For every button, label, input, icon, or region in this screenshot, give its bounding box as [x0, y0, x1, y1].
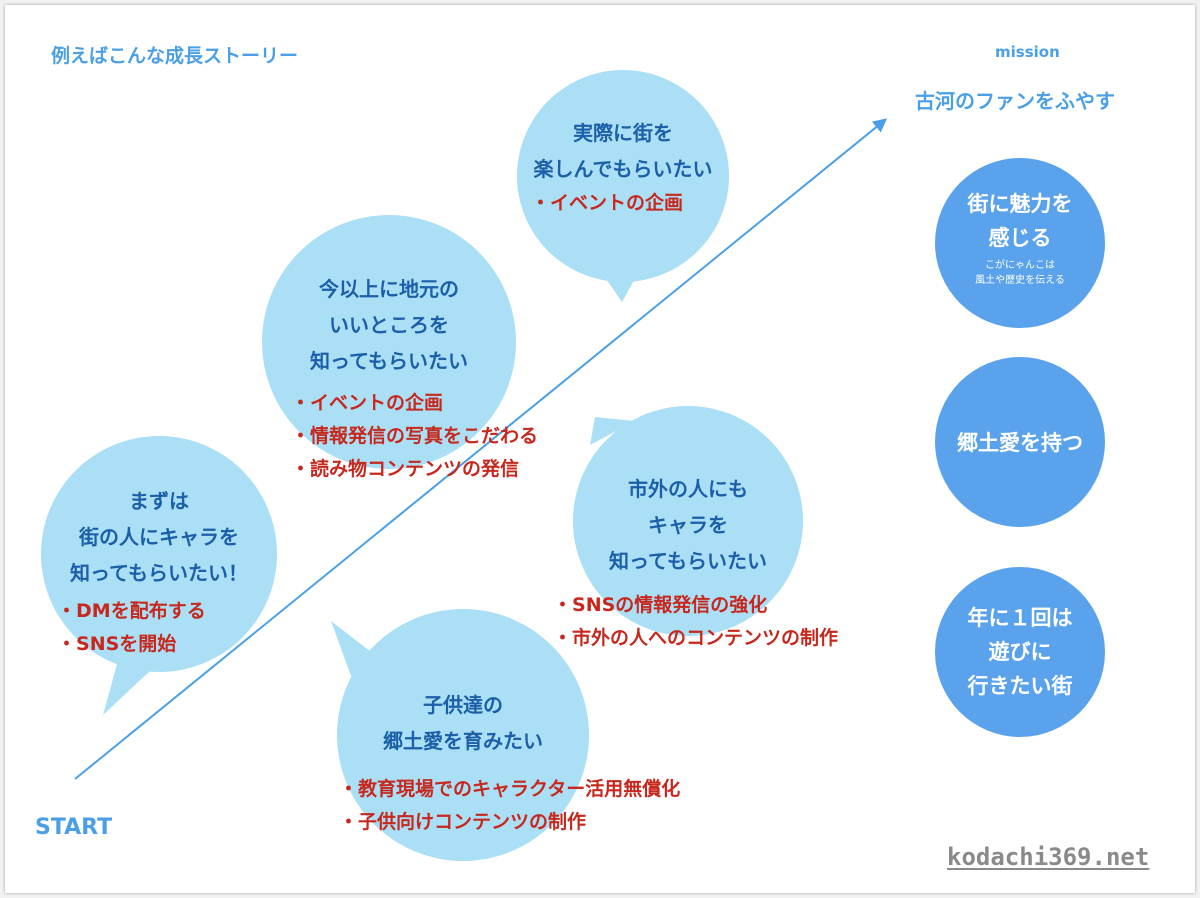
mission-title: 古河のファンをふやす	[915, 89, 1115, 113]
mission-line: 街に魅力を	[967, 192, 1073, 216]
bubble-enjoy-town-text: 実際に街を 楽しんでもらいたい	[513, 115, 733, 187]
mission-line: 郷土愛を持つ	[957, 431, 1083, 455]
bullet-item: 子供向けコンテンツの制作	[339, 806, 680, 839]
bubble-line: キャラを	[648, 513, 728, 537]
bubble-line: 知ってもらいたい！	[70, 561, 248, 585]
bubble-outside-city-bullets: SNSの情報発信の強化 市外の人へのコンテンツの制作	[553, 589, 838, 655]
bullet-item: 教育現場でのキャラクター活用無償化	[339, 773, 680, 806]
mission-line: 感じる	[988, 226, 1052, 250]
mission-sub-line: こがにゃんこは	[985, 260, 1055, 271]
mission-circle-2	[935, 357, 1105, 527]
bullet-item: DMを配布する	[57, 595, 206, 628]
mission-circle-3	[935, 567, 1105, 737]
mission-line: 行きたい街	[967, 674, 1073, 698]
slide: 例えばこんな成長ストーリー mission 古河のファンをふやす まずは 街の人…	[5, 5, 1195, 893]
bubble-line: 今以上に地元の	[319, 277, 459, 301]
mission-line: 遊びに	[988, 640, 1052, 664]
bubble-local-appeal-text: 今以上に地元の いいところを 知ってもらいたい	[279, 271, 499, 379]
start-label: START	[35, 815, 113, 840]
bubble-line: 実際に街を	[573, 121, 673, 145]
mission-label: mission	[995, 43, 1060, 61]
bubble-children-text: 子供達の 郷土愛を育みたい	[353, 687, 573, 759]
bubble-first-step-bullets: DMを配布する SNSを開始	[57, 595, 206, 661]
mission-sub-line: 風土や歴史を伝える	[975, 275, 1065, 286]
bullet-item: SNSを開始	[57, 628, 206, 661]
slide-title: 例えばこんな成長ストーリー	[51, 45, 299, 67]
bubble-line: 市外の人にも	[628, 477, 748, 501]
watermark: kodachi369.net	[947, 843, 1150, 871]
mission-line: 年に１回は	[967, 606, 1073, 630]
bubble-line: 知ってもらいたい	[310, 349, 468, 373]
bullet-item: 情報発信の写真をこだわる	[291, 420, 538, 453]
bubble-line: 街の人にキャラを	[79, 525, 239, 549]
bubble-line: いいところを	[329, 313, 449, 337]
bubble-enjoy-town-bullets: イベントの企画	[531, 187, 683, 220]
bubble-line: 子供達の	[423, 693, 503, 717]
mission-circle-3-text: 年に１回は 遊びに 行きたい街	[935, 601, 1105, 703]
bullet-item: SNSの情報発信の強化	[553, 589, 838, 622]
bubble-line: まずは	[129, 489, 189, 513]
bullet-item: 読み物コンテンツの発信	[291, 453, 538, 486]
bullet-item: イベントの企画	[531, 187, 683, 220]
bullet-item: イベントの企画	[291, 387, 538, 420]
bubble-local-appeal-bullets: イベントの企画 情報発信の写真をこだわる 読み物コンテンツの発信	[291, 387, 538, 486]
mission-circle-1	[935, 158, 1105, 328]
bubble-first-step-text: まずは 街の人にキャラを 知ってもらいたい！	[49, 483, 269, 591]
mission-circle-2-text: 郷土愛を持つ	[935, 426, 1105, 460]
mission-circle-1-text: 街に魅力を 感じる こがにゃんこは 風土や歴史を伝える	[935, 187, 1105, 288]
bubble-outside-city-shape	[573, 406, 803, 636]
bubble-outside-city-text: 市外の人にも キャラを 知ってもらいたい	[578, 471, 798, 579]
bubble-children-bullets: 教育現場でのキャラクター活用無償化 子供向けコンテンツの制作	[339, 773, 680, 839]
bullet-item: 市外の人へのコンテンツの制作	[553, 622, 838, 655]
bubble-line: 郷土愛を育みたい	[383, 729, 543, 753]
bubble-line: 楽しんでもらいたい	[533, 157, 713, 181]
bubble-enjoy-town-shape	[517, 70, 729, 302]
bubble-line: 知ってもらいたい	[609, 549, 767, 573]
